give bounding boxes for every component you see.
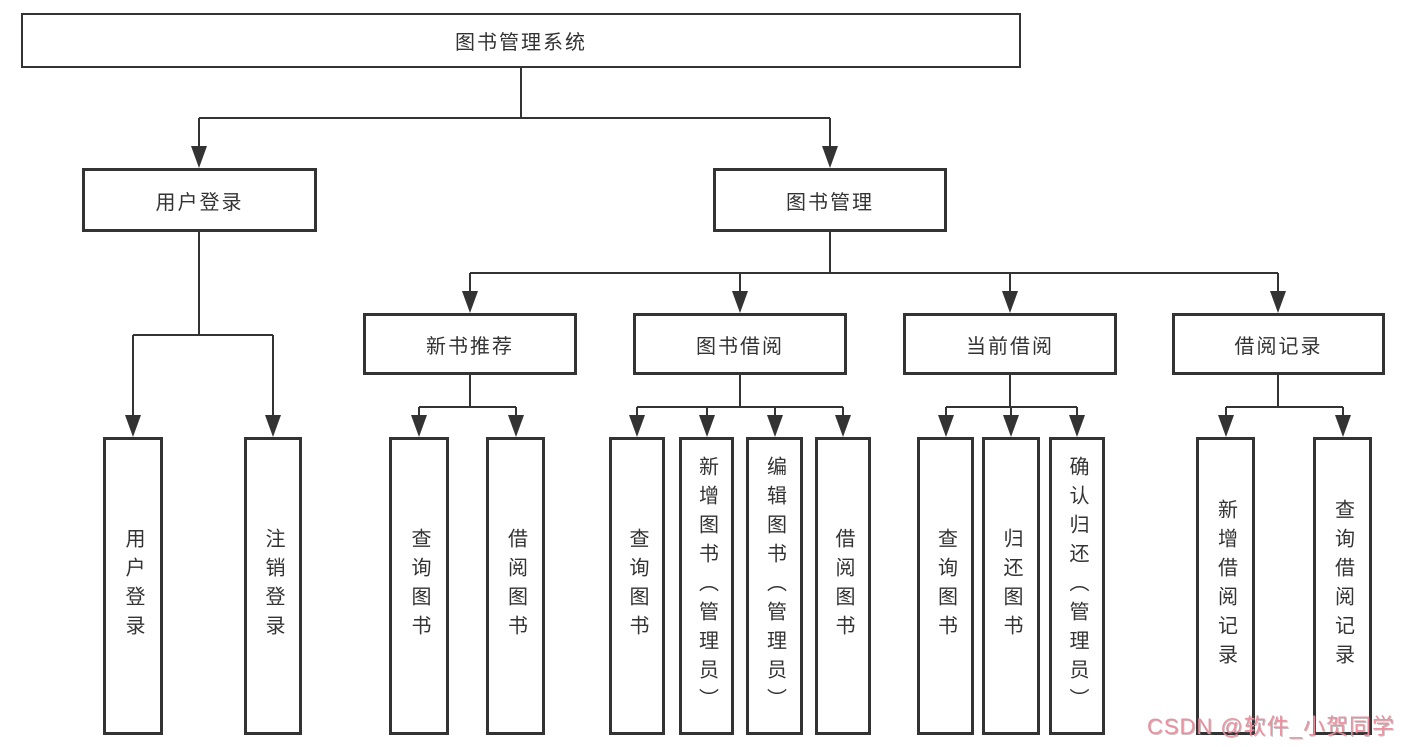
arrow-down-icon xyxy=(699,415,715,437)
node-root-system: 图书管理系统 xyxy=(21,13,1021,68)
arrow-down-icon xyxy=(411,415,427,437)
node-book-management: 图书管理 xyxy=(713,168,947,232)
leaf-borrow-books-1: 借阅图书 xyxy=(486,437,545,735)
arrow-down-icon xyxy=(1218,415,1234,437)
arrow-down-icon xyxy=(125,415,141,437)
connector-leaf-splits xyxy=(418,406,1344,419)
connector-level2-drops xyxy=(469,375,1279,407)
arrow-down-icon xyxy=(732,291,748,313)
node-user-login: 用户登录 xyxy=(82,168,317,232)
connector-root-split xyxy=(198,68,831,150)
connector-lines xyxy=(132,68,1344,419)
leaf-return-books: 归还图书 xyxy=(982,437,1040,735)
leaf-edit-books-admin: 编辑图书（管理员） xyxy=(746,437,803,735)
arrowhead-icons xyxy=(125,146,1351,437)
arrow-down-icon xyxy=(462,291,478,313)
node-current-borrow: 当前借阅 xyxy=(903,313,1117,375)
node-new-book-recommend: 新书推荐 xyxy=(363,313,577,375)
arrow-down-icon xyxy=(1270,291,1286,313)
leaf-query-books-3: 查询图书 xyxy=(917,437,974,735)
leaf-add-books-admin: 新增图书（管理员） xyxy=(679,437,734,735)
arrow-down-icon xyxy=(265,415,281,437)
connector-book-mgmt-split xyxy=(469,232,1279,295)
arrow-down-icon xyxy=(1335,415,1351,437)
leaf-query-books-2: 查询图书 xyxy=(609,437,665,735)
arrow-down-icon xyxy=(938,415,954,437)
arrow-down-icon xyxy=(508,415,524,437)
csdn-watermark: CSDN @软件_小贺同学 xyxy=(1146,714,1395,739)
leaf-logout: 注销登录 xyxy=(244,437,302,735)
node-book-borrow: 图书借阅 xyxy=(633,313,847,375)
arrow-down-icon xyxy=(767,415,783,437)
leaf-query-books-1: 查询图书 xyxy=(389,437,449,735)
leaf-user-login: 用户登录 xyxy=(103,437,163,735)
arrow-down-icon xyxy=(822,146,838,168)
leaf-add-borrow-record: 新增借阅记录 xyxy=(1196,437,1255,735)
arrow-down-icon xyxy=(629,415,645,437)
arrow-down-icon xyxy=(1069,415,1085,437)
node-borrow-records: 借阅记录 xyxy=(1172,313,1385,375)
leaf-confirm-return-admin: 确认归还（管理员） xyxy=(1049,437,1105,735)
arrow-down-icon xyxy=(1002,291,1018,313)
leaf-query-borrow-record: 查询借阅记录 xyxy=(1313,437,1372,735)
arrow-down-icon xyxy=(191,146,207,168)
connector-user-login-split xyxy=(132,232,274,419)
arrow-down-icon xyxy=(835,415,851,437)
leaf-borrow-books-2: 借阅图书 xyxy=(815,437,871,735)
arrow-down-icon xyxy=(1003,415,1019,437)
